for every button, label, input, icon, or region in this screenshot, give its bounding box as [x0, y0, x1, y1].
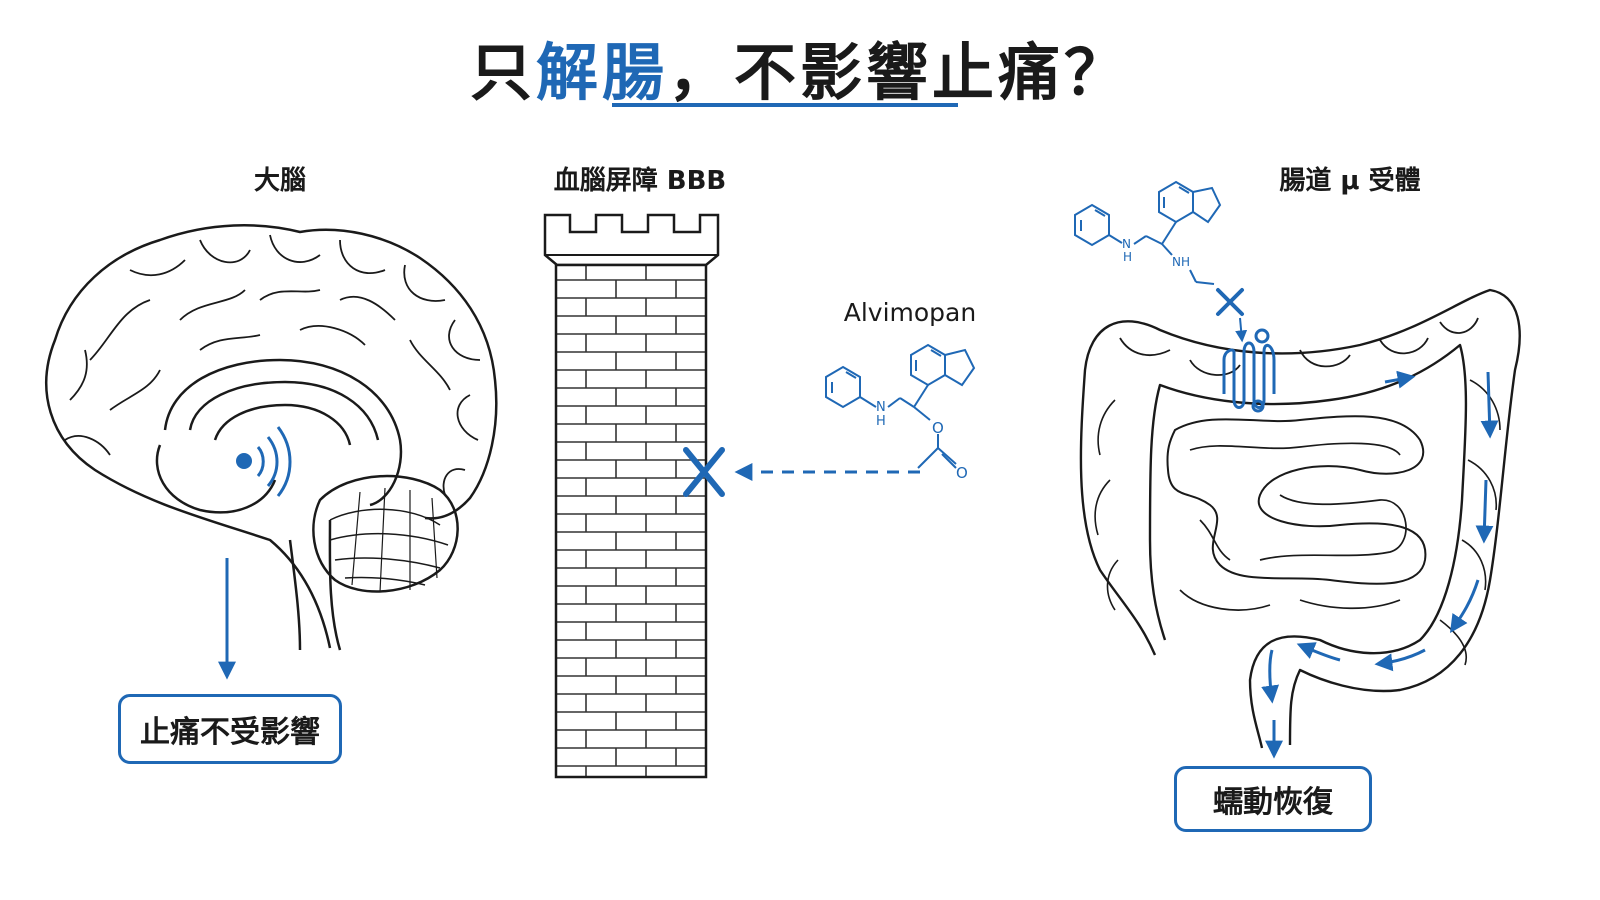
intestine-illustration: [1079, 288, 1521, 749]
mu-receptor-icon: [1222, 328, 1276, 413]
gut-effect-box: 蠕動恢復: [1174, 766, 1372, 832]
mol-n-label: N: [876, 400, 886, 415]
brain-label: 大腦: [253, 166, 306, 196]
block-x-icon: [683, 447, 725, 497]
receptor-block-x-icon: [1216, 288, 1244, 316]
brain-illustration: [45, 224, 498, 651]
gut-mol-n-label: N: [1122, 237, 1131, 251]
drug-label: Alvimopan: [843, 298, 977, 327]
opioid-site-dot: [236, 453, 252, 469]
gut-mol-nh-label: NH: [1172, 255, 1190, 269]
alvimopan-molecule: [825, 343, 976, 469]
title-highlight: 解腸: [535, 36, 668, 109]
page-title: 只解腸，不影響止痛？: [0, 22, 1600, 112]
title-pre: 只: [469, 36, 536, 109]
receptor-arrow: [1235, 317, 1248, 343]
gut-mol-h-label: H: [1123, 250, 1132, 264]
gut-label: 腸道 μ 受體: [1279, 166, 1421, 196]
mol-o2-label: O: [956, 464, 968, 482]
title-post: ，不影響止痛？: [668, 36, 1131, 109]
cerebellum: [312, 474, 459, 593]
mol-o1-label: O: [932, 419, 944, 437]
bbb-label: 血腦屏障 BBB: [553, 166, 727, 196]
bbb-tower: [543, 213, 720, 779]
brain-effect-box: 止痛不受影響: [118, 694, 342, 764]
title-underline: [612, 103, 958, 107]
brain-signal: [236, 426, 292, 497]
gut-molecule: [1074, 180, 1222, 285]
brain-outline: [45, 224, 498, 649]
peristalsis-arrows: [1261, 370, 1499, 759]
mol-h-label: H: [876, 414, 886, 429]
